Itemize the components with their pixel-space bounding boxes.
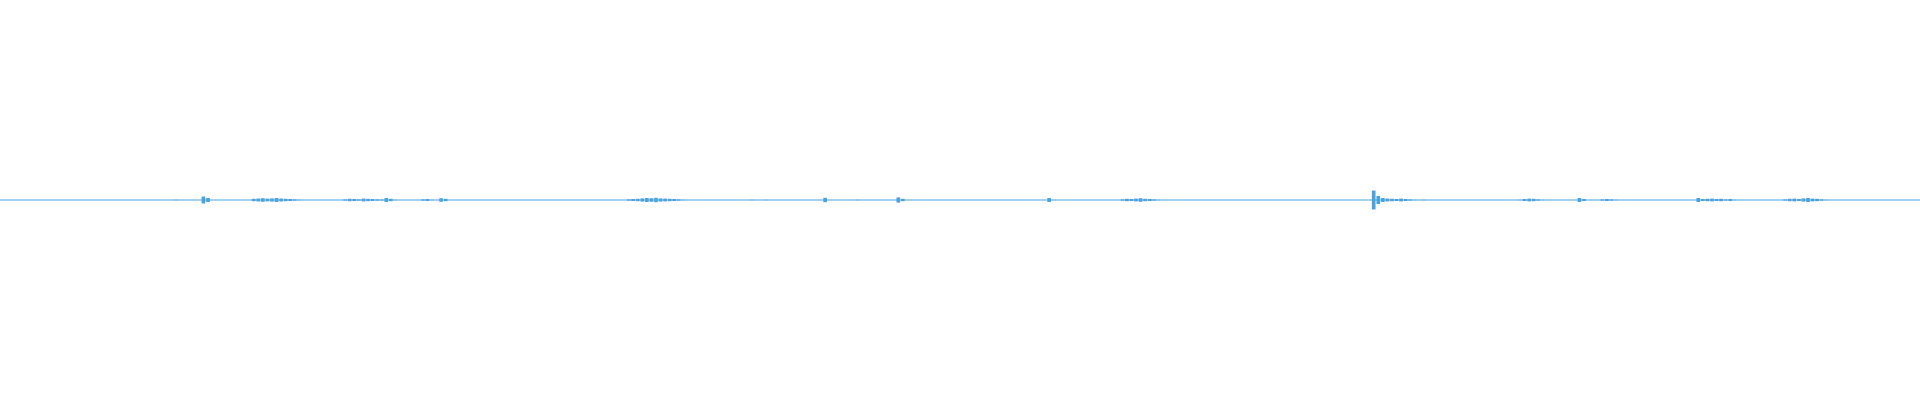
waveform-bars [0,190,1920,210]
